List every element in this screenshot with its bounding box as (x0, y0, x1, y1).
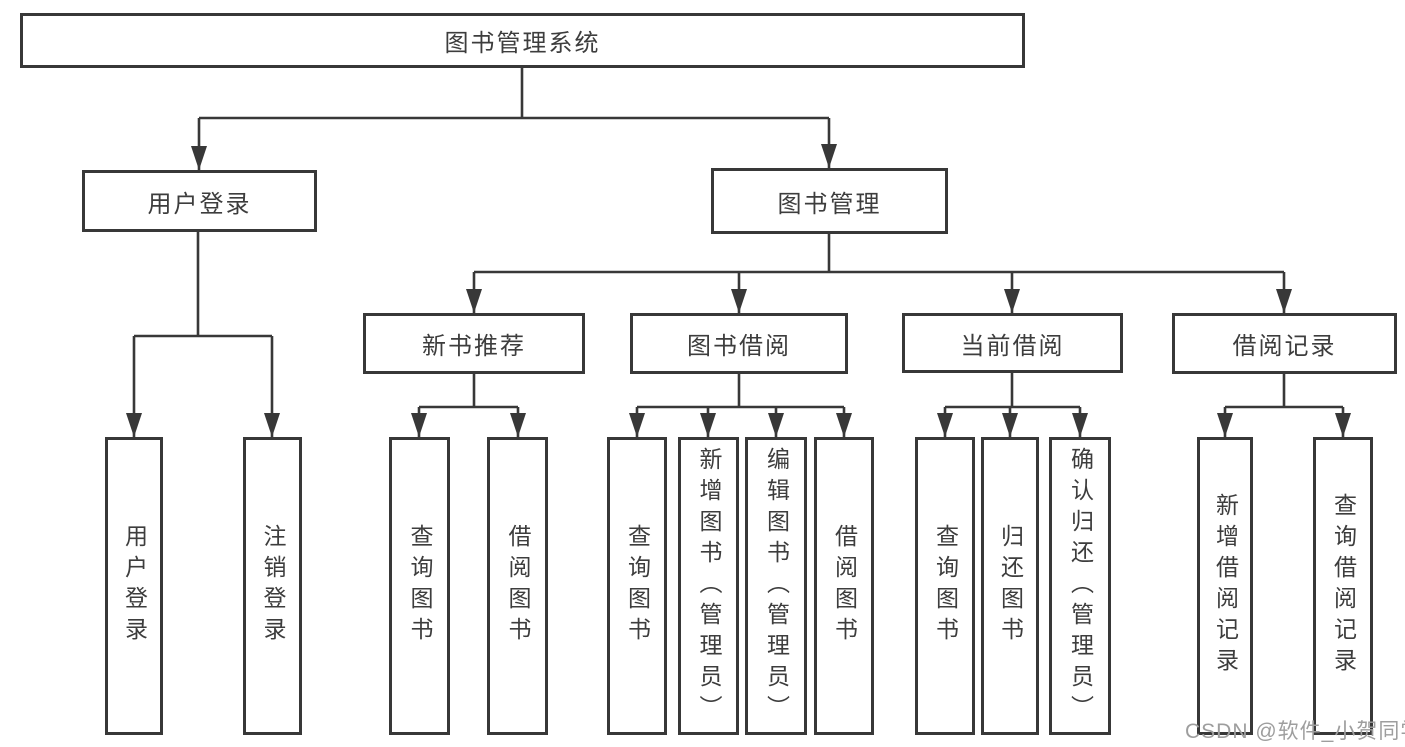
leaf-label: 查询图书 (932, 524, 959, 648)
node-label: 新书推荐 (422, 333, 526, 360)
node-current-borrow: 当前借阅 (902, 313, 1123, 373)
leaf-label: 借阅图书 (505, 524, 531, 648)
leaf-logout-login: 注销登录 (243, 437, 302, 735)
leaf-label: 查询图书 (624, 524, 651, 648)
node-label: 图书借阅 (687, 333, 791, 360)
leaf-borrow-books: 借阅图书 (487, 437, 548, 735)
leaf-label: 借阅图书 (831, 524, 858, 648)
leaf-query-borrow-record: 查询借阅记录 (1313, 437, 1373, 735)
node-borrow-records: 借阅记录 (1172, 313, 1397, 374)
node-label: 图书管理系统 (444, 30, 601, 57)
csdn-watermark: CSDN @软件_小贺同学 (1185, 720, 1405, 743)
node-book-borrow: 图书借阅 (630, 313, 848, 374)
leaf-label: 查询借阅记录 (1330, 493, 1357, 679)
leaf-label: 查询图书 (407, 524, 433, 648)
leaf-query-books: 查询图书 (389, 437, 450, 735)
node-book-management: 图书管理 (711, 168, 948, 234)
leaf-query-books: 查询图书 (607, 437, 667, 735)
leaf-add-books-admin: 新增图书（管理员） (678, 437, 739, 735)
leaf-label: 用户登录 (121, 524, 148, 648)
leaf-add-borrow-record: 新增借阅记录 (1197, 437, 1253, 735)
node-new-book-recommend: 新书推荐 (363, 313, 585, 374)
leaf-return-books: 归还图书 (981, 437, 1039, 735)
node-label: 图书管理 (777, 190, 882, 218)
node-library-management-system: 图书管理系统 (20, 13, 1025, 68)
leaf-label: 新增借阅记录 (1212, 493, 1239, 679)
leaf-edit-books-admin: 编辑图书（管理员） (745, 437, 807, 735)
node-label: 借阅记录 (1232, 333, 1337, 360)
leaf-label: 编辑图书（管理员） (763, 446, 790, 726)
leaf-label: 确认归还（管理员） (1067, 446, 1094, 726)
leaf-confirm-return-admin: 确认归还（管理员） (1049, 437, 1111, 735)
node-label: 当前借阅 (960, 332, 1065, 360)
leaf-label: 新增图书（管理员） (696, 446, 722, 726)
node-label: 用户登录 (147, 190, 252, 218)
leaf-borrow-books: 借阅图书 (814, 437, 874, 735)
leaf-query-books: 查询图书 (915, 437, 975, 735)
leaf-label: 归还图书 (997, 524, 1024, 648)
leaf-label: 注销登录 (260, 524, 286, 648)
node-user-login: 用户登录 (82, 170, 317, 232)
leaf-user-login: 用户登录 (105, 437, 163, 735)
